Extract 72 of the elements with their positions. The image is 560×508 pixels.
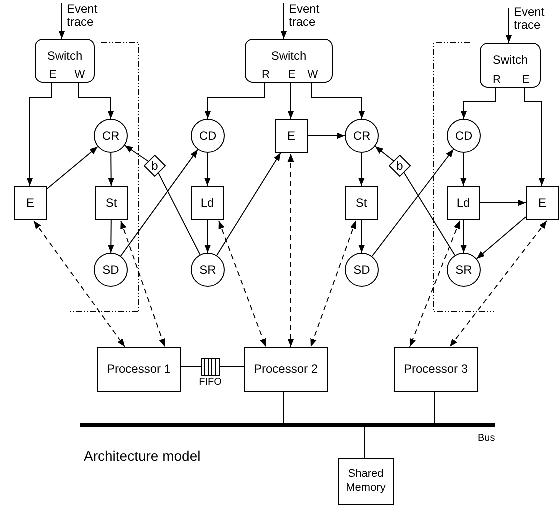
process-box: E <box>275 119 308 153</box>
arrow <box>460 152 467 186</box>
arrow <box>120 149 198 257</box>
memory-box: Shared Memory <box>338 458 394 505</box>
dashed-arrow <box>410 220 460 348</box>
port-label: R <box>262 70 270 81</box>
switch-box <box>480 43 541 88</box>
arrow <box>204 220 212 254</box>
process-box: St <box>95 186 128 220</box>
diagram-label: Architecture model <box>84 447 201 466</box>
dashed-arrow <box>450 220 548 348</box>
processor-box: Processor 1 <box>97 347 181 392</box>
arrow <box>46 146 98 190</box>
arrow <box>124 145 149 162</box>
port-label: R <box>493 75 501 86</box>
switch-label: Switch <box>492 52 530 69</box>
arrow <box>372 149 454 257</box>
arrow <box>506 8 512 44</box>
dashed-arrow <box>34 220 126 348</box>
switch-label: Switch <box>270 48 308 65</box>
edge-label: Event trace <box>289 3 323 29</box>
arrow <box>308 132 346 140</box>
decision-diamond: b <box>389 155 411 177</box>
connector-line <box>404 172 456 256</box>
arrow <box>78 82 114 120</box>
port-label: E <box>522 75 530 86</box>
process-box: Ld <box>191 186 224 220</box>
arrow <box>476 216 526 260</box>
arrow <box>26 82 52 186</box>
dashed-arrow <box>120 220 166 348</box>
fifo-label: FIFO <box>199 377 222 390</box>
dashed-arrow <box>310 220 356 348</box>
arrow <box>358 152 365 186</box>
arrow <box>460 88 496 120</box>
processor-box: Processor 3 <box>394 347 478 392</box>
connector-line <box>364 426 366 458</box>
arrow <box>58 2 66 40</box>
arrow <box>204 152 211 186</box>
port-label: E <box>49 70 57 81</box>
arrow <box>524 88 546 186</box>
process-box: Ld <box>447 186 480 220</box>
dashed-arrow <box>288 154 294 348</box>
port-label: E <box>288 70 296 81</box>
arrow <box>216 152 282 256</box>
connector-line <box>158 172 201 256</box>
arrow <box>280 2 288 40</box>
dashed-arrow <box>218 220 266 348</box>
arrow <box>108 152 115 186</box>
arrow <box>204 82 266 120</box>
arrow <box>108 220 114 254</box>
process-box: E <box>14 186 47 220</box>
arrow <box>374 146 394 162</box>
port-label: W <box>308 70 318 81</box>
edge-label: Event trace <box>67 3 101 29</box>
process-box: E <box>526 186 559 220</box>
connector-line <box>218 366 244 368</box>
arrow <box>312 82 366 120</box>
process-box: St <box>345 186 378 220</box>
bus-label: Bus <box>478 432 496 446</box>
arrow <box>358 220 366 254</box>
connector-line <box>434 392 436 424</box>
decision-diamond: b <box>144 155 166 177</box>
arrow <box>480 200 526 206</box>
switch-box <box>245 39 333 83</box>
connector-line <box>180 366 202 368</box>
arrow <box>288 82 294 120</box>
switch-box <box>35 39 95 83</box>
arrow <box>460 220 468 254</box>
port-label: W <box>74 70 86 81</box>
processor-box: Processor 2 <box>244 347 328 392</box>
switch-label: Switch <box>46 48 84 65</box>
edge-label: Event trace <box>514 6 548 32</box>
